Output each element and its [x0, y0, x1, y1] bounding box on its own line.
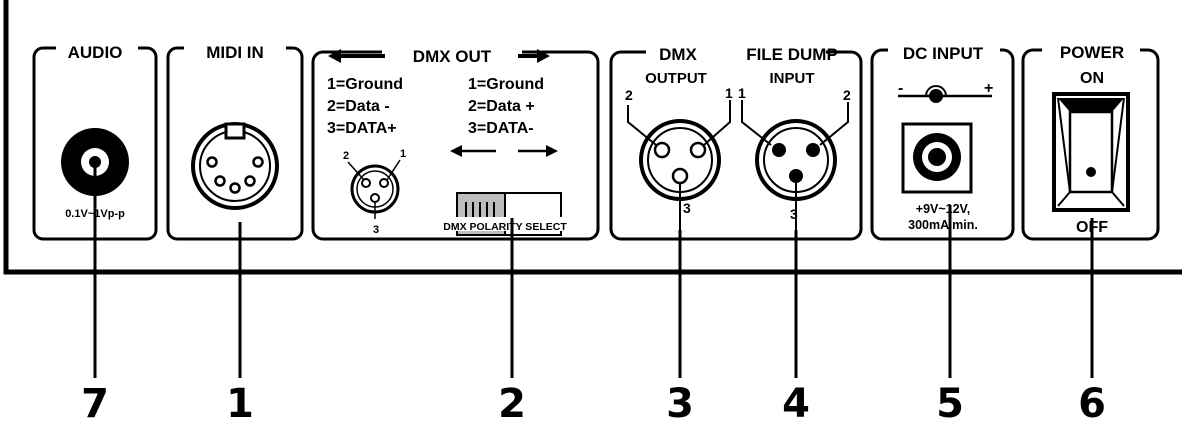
midi-in-section: MIDI IN [166, 38, 304, 241]
file-dump-title: FILE DUMP [746, 45, 838, 64]
audio-title: AUDIO [68, 43, 123, 62]
dmx-xlr-pin-2: 2 [343, 150, 349, 162]
file-dump-pin-3: 3 [790, 206, 798, 222]
polarity-arrow-left-icon [450, 145, 496, 157]
dmx-out-arrow-right-icon [518, 49, 550, 63]
power-rocker-switch[interactable] [1052, 92, 1130, 212]
polarity-arrow-right-icon [518, 145, 558, 157]
dc-minus-label: - [898, 80, 903, 97]
dc-input-section: DC INPUT - + +9V~12V, 300mA min. [870, 38, 1015, 241]
midi-in-title: MIDI IN [206, 43, 264, 62]
power-on-label: ON [1080, 70, 1104, 87]
dmx-output-title: DMX [659, 45, 697, 64]
audio-jack-icon [61, 128, 129, 196]
dc-barrel-jack-icon [901, 122, 973, 194]
dmx-left-pin-3: 3=DATA+ [327, 120, 397, 137]
callout-dmx-output: 3 [666, 381, 694, 423]
device-panel-outline [3, 0, 1182, 275]
dmx-right-pin-2: 2=Data + [468, 98, 535, 115]
callout-midi-in: 1 [226, 381, 254, 423]
dmx-right-pin-3: 3=DATA- [468, 120, 534, 137]
file-dump-xlr-connector-icon [741, 100, 849, 230]
callout-leader-lines [93, 165, 1094, 378]
dmx-polarity-select-label: DMX POLARITY SELECT [443, 221, 567, 233]
dmx-out-title: DMX OUT [413, 47, 492, 66]
midi-din-connector-icon [191, 122, 279, 210]
dmx-left-pin-2: 2=Data - [327, 98, 390, 115]
dmx-right-pin-1: 1=Ground [468, 76, 544, 93]
dc-input-spec-line1: +9V~12V, [916, 202, 970, 216]
file-dump-pin-1: 1 [738, 85, 746, 101]
dc-input-spec-line2: 300mA min. [908, 218, 978, 232]
dmx-output-pin-1: 1 [725, 85, 733, 101]
dmx-xlr-pin-1: 1 [400, 148, 406, 160]
xlr-io-section: DMX FILE DUMP OUTPUT INPUT 2 1 3 [609, 40, 863, 241]
dmx-output-xlr-connector-icon [627, 100, 731, 230]
file-dump-subtitle: INPUT [770, 70, 815, 87]
callout-file-dump: 4 [782, 381, 810, 423]
dc-polarity-icon [898, 85, 992, 103]
callout-power: 6 [1078, 381, 1106, 423]
callout-dmx-out: 2 [498, 381, 526, 423]
dmx-xlr-connector-icon [347, 159, 401, 219]
dmx-left-pin-1: 1=Ground [327, 76, 403, 93]
callout-audio: 7 [81, 381, 109, 423]
dc-input-title: DC INPUT [903, 44, 984, 63]
dmx-out-arrow-left-icon [328, 49, 385, 63]
dmx-output-subtitle: OUTPUT [645, 70, 707, 87]
power-section: POWER ON OFF [1021, 38, 1160, 241]
dmx-xlr-pin-3: 3 [373, 224, 379, 236]
callout-numbers: 7 1 2 3 4 5 6 [81, 381, 1106, 423]
power-title: POWER [1060, 43, 1124, 62]
dmx-output-pin-3: 3 [683, 200, 691, 216]
dmx-out-section: DMX OUT 1=Ground 2=Data - 3=DATA+ 1=Grou… [311, 40, 600, 241]
dmx-output-pin-2: 2 [625, 87, 633, 103]
file-dump-pin-2: 2 [843, 87, 851, 103]
callout-dc-input: 5 [936, 381, 964, 423]
dc-plus-label: + [984, 80, 993, 97]
